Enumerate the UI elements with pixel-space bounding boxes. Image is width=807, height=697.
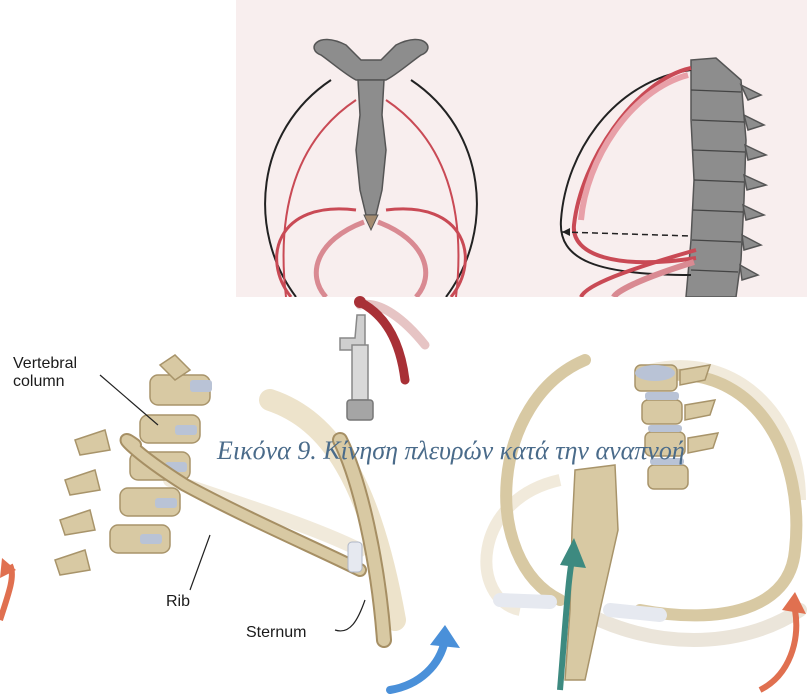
rib-movement-bottom-illustration: [0, 280, 807, 697]
vertebral-label-line1: Vertebral: [13, 355, 77, 372]
front-view-ribcage: [265, 40, 477, 297]
vertebral-column-label: Vertebral column: [13, 355, 77, 391]
rib-movement-top-svg: [236, 0, 807, 297]
top-diagram-panel: [236, 0, 807, 297]
vertebral-label-line2: column: [13, 373, 65, 390]
pump-handle-icon: [340, 296, 425, 420]
sternum-label: Sternum: [246, 624, 306, 642]
bucket-handle-ribcage: [486, 360, 806, 690]
side-view-ribcage: [561, 58, 766, 297]
pump-handle-ribcage: [0, 355, 460, 690]
figure-caption: Εικόνα 9. Κίνηση πλευρών κατά την αναπνο…: [217, 436, 685, 466]
rib-label: Rib: [166, 593, 190, 611]
